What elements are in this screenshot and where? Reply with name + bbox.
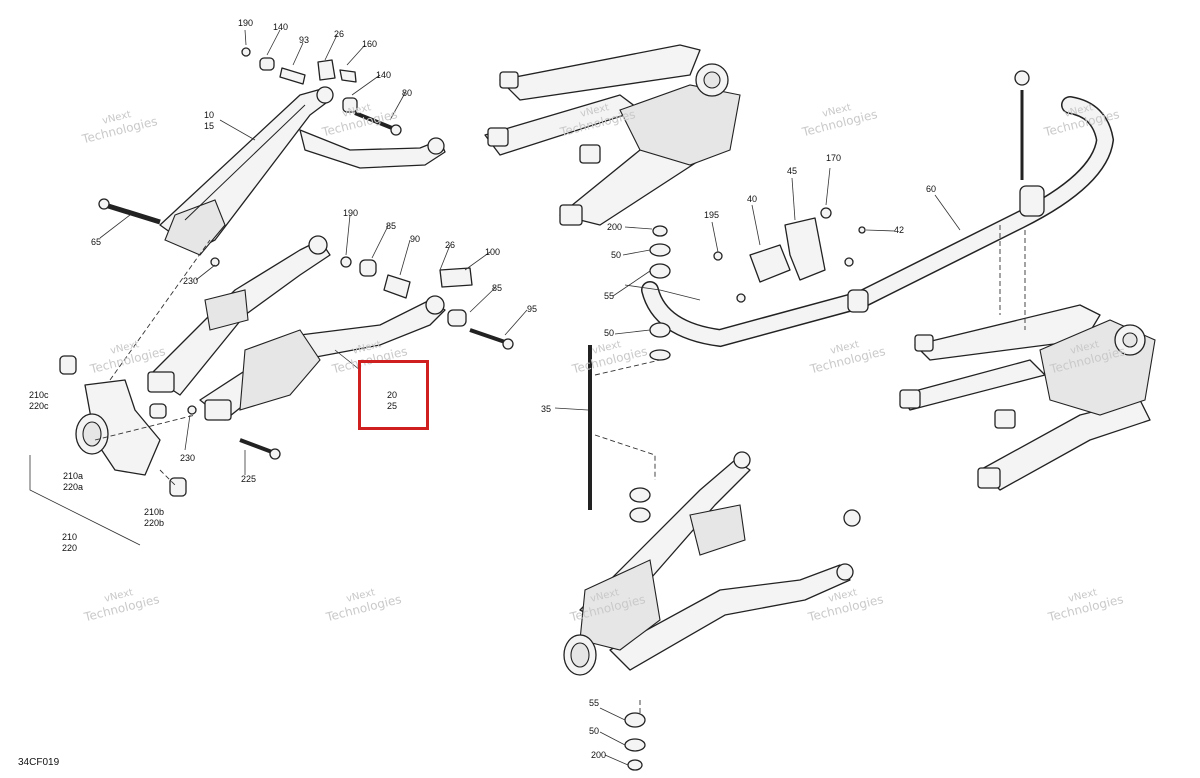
upper-a-arm: [159, 86, 446, 256]
callout-26: 26: [445, 240, 456, 250]
callout-220c: 220c: [29, 401, 49, 411]
callout-140: 140: [376, 70, 392, 80]
callout-93: 93: [299, 35, 310, 45]
callout-225: 225: [241, 474, 257, 484]
stabilizer-bar: [641, 70, 1115, 348]
assembly-top-right: [484, 44, 741, 226]
link-hardware-stack: [588, 225, 701, 523]
callout-200: 200: [591, 750, 607, 760]
callout-210c: 210c: [29, 390, 49, 400]
figure-id: 34CF019: [18, 757, 60, 768]
callout-195: 195: [704, 210, 720, 220]
callout-50: 50: [611, 250, 622, 260]
assembly-bottom: [563, 451, 861, 771]
lower-a-arm: [147, 235, 446, 421]
callout-35: 35: [541, 404, 552, 414]
callout-80: 80: [402, 88, 413, 98]
callout-210b: 210b: [144, 507, 165, 517]
callout-230: 230: [183, 276, 199, 286]
upper-hardware: [241, 47, 402, 136]
callout-220a: 220a: [63, 482, 84, 492]
callout-95: 95: [527, 304, 538, 314]
callout-220: 220: [62, 543, 78, 553]
highlight-box: [358, 360, 429, 430]
bushing-clamp: [713, 207, 866, 303]
callout-42: 42: [894, 225, 905, 235]
callout-60: 60: [926, 184, 937, 194]
callout-85: 85: [492, 283, 503, 293]
callout-160: 160: [362, 39, 378, 49]
callout-220b: 220b: [144, 518, 165, 528]
callout-55: 55: [589, 698, 600, 708]
callout-200: 200: [607, 222, 623, 232]
callout-170: 170: [826, 153, 842, 163]
callout-50: 50: [589, 726, 600, 736]
assembly-right: [899, 225, 1156, 491]
callout-45: 45: [787, 166, 798, 176]
callout-15: 15: [204, 121, 215, 131]
callout-230: 230: [180, 453, 196, 463]
lower-hardware: [187, 256, 514, 460]
leader-lines: [99, 29, 961, 766]
callout-40: 40: [747, 194, 758, 204]
callout-26: 26: [334, 29, 345, 39]
callout-90: 90: [410, 234, 421, 244]
callout-140: 140: [273, 22, 289, 32]
callout-85: 85: [386, 221, 397, 231]
callout-50: 50: [604, 328, 615, 338]
bolt-65: [98, 198, 161, 225]
callout-210a: 210a: [63, 471, 84, 481]
callout-190: 190: [343, 208, 359, 218]
callout-65: 65: [91, 237, 102, 247]
callout-25: 25: [387, 401, 398, 411]
callout-55: 55: [604, 291, 615, 301]
callout-10: 10: [204, 110, 215, 120]
callout-210: 210: [62, 532, 78, 542]
callout-190: 190: [238, 18, 254, 28]
callout-20: 20: [387, 390, 398, 400]
callout-100: 100: [485, 247, 501, 257]
